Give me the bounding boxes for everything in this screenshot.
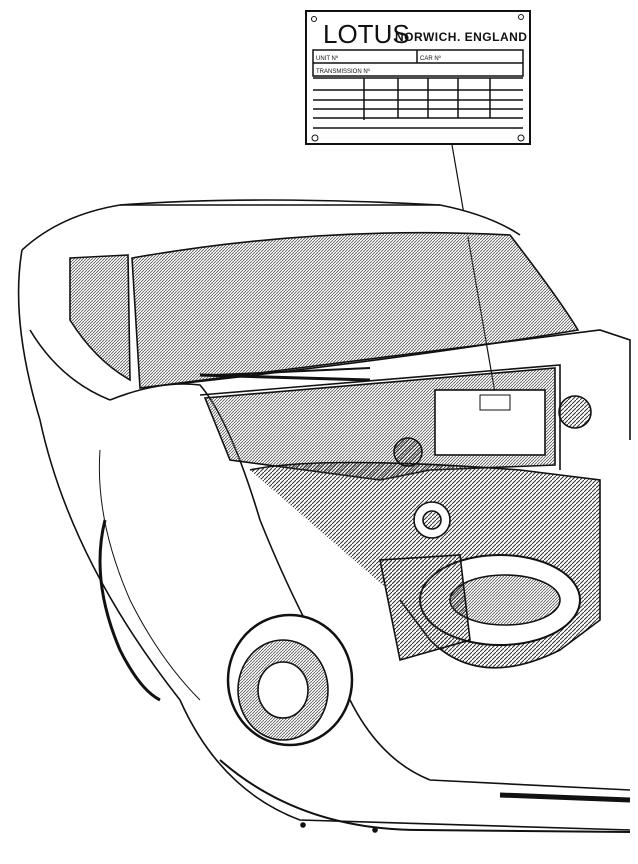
plate-location: NORWICH. ENGLAND [395,30,527,44]
plate-unit-label: UNIT Nº [316,55,339,62]
identification-plate: LOTUS NORWICH. ENGLAND UNIT Nº CAR Nº TR… [305,10,531,145]
plate-car-label: CAR Nº [420,55,442,62]
plate-brand: LOTUS [323,19,410,49]
plate-location-on-car [479,394,511,411]
car-body [17,199,631,833]
plate-transmission-label: TRANSMISSION Nº [316,68,371,75]
plate-grid [313,77,523,129]
